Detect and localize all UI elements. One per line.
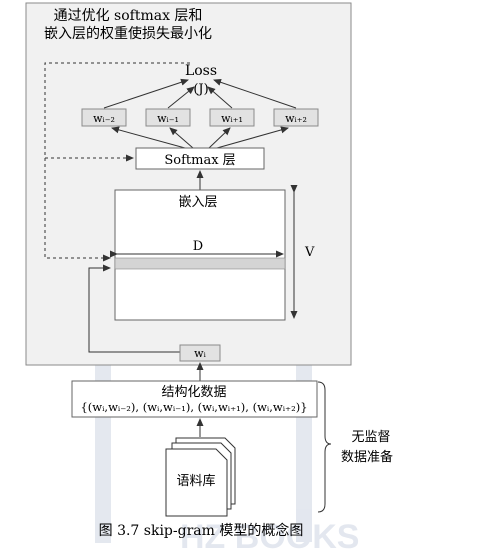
input-loop-line — [88, 264, 180, 353]
d-label: D — [193, 239, 203, 254]
svg-text:HZ BOOKS: HZ BOOKS — [180, 518, 359, 551]
context-word-label: wᵢ₋₂ — [93, 112, 115, 125]
corpus-label: 语料库 — [176, 473, 215, 489]
context-word-boxes: wᵢ₋₂ wᵢ₋₁ wᵢ₊₁ wᵢ₊₂ — [81, 108, 319, 127]
embedding-row-highlight — [114, 257, 286, 270]
softmax-layer — [135, 147, 265, 170]
context-word-node — [209, 108, 255, 127]
context-word-node — [145, 108, 191, 127]
structured-pairs: {(wᵢ,wᵢ₋₂), (wᵢ,wᵢ₋₁), (wᵢ,wᵢ₊₁), (wᵢ,wᵢ… — [80, 400, 307, 414]
structured-title: 结构化数据 — [161, 385, 226, 400]
context-to-loss-arrows — [103, 78, 297, 109]
structured-data-box — [71, 380, 318, 418]
top-note-line2: 嵌入层的权重使损失最小化 — [44, 25, 212, 42]
v-label: V — [304, 245, 315, 260]
context-word-label: wᵢ₋₁ — [157, 112, 179, 125]
context-word-node — [81, 108, 127, 127]
top-note-line1: 通过优化 softmax 层和 — [54, 8, 203, 24]
context-word-node — [273, 108, 319, 127]
context-word-label: wᵢ₊₂ — [285, 112, 307, 125]
embedding-label: 嵌入层 — [178, 195, 217, 210]
input-word-label: wᵢ — [194, 347, 206, 360]
feedback-dashed-lines — [44, 62, 190, 262]
softmax-label: Softmax 层 — [164, 153, 235, 168]
input-word-box — [179, 344, 221, 362]
corpus-document-stack — [165, 437, 236, 517]
figure-caption: 图 3.7 skip-gram 模型的概念图 — [99, 522, 304, 539]
loss-sub: (J) — [193, 82, 208, 97]
side-brace — [317, 381, 332, 513]
side-note-line2: 数据准备 — [341, 449, 393, 465]
side-note-line1: 无监督 — [351, 430, 390, 445]
loss-label: Loss — [185, 63, 217, 79]
context-word-label: wᵢ₊₁ — [221, 112, 243, 125]
softmax-to-context-arrows — [111, 126, 289, 149]
